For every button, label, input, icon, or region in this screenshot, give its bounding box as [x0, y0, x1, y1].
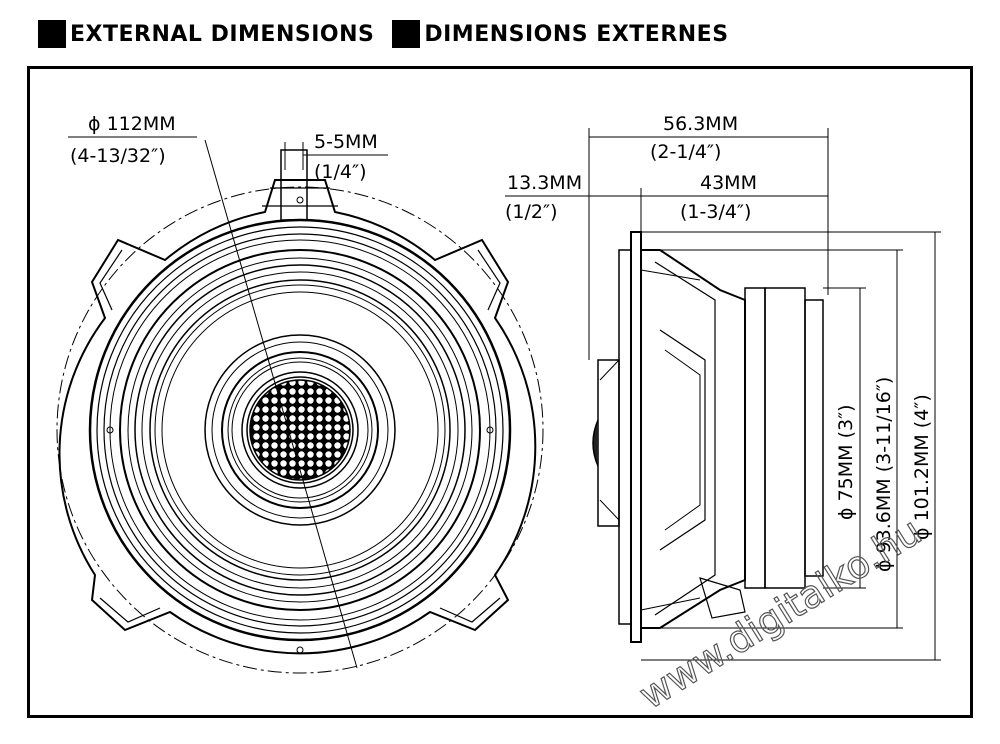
diameter-mm-label: ϕ 112MM — [88, 113, 176, 135]
tweeter-grille — [249, 379, 351, 481]
depth-body-mm-label: 43MM — [700, 172, 757, 194]
front-view — [56, 136, 544, 674]
header-square-icon — [392, 20, 421, 48]
header: EXTERNAL DIMENSIONS DIMENSIONS EXTERNES — [38, 18, 747, 50]
side-view — [505, 128, 941, 661]
diameter-in-label: (4-13/32″) — [70, 145, 166, 167]
slot-in-label: (1/4″) — [314, 161, 367, 183]
side-dimension-labels: 56.3MM (2-1/4″) 13.3MM (1/2″) 43MM (1-3/… — [505, 113, 933, 572]
magnet-dia-label: ϕ 75MM (3″) — [835, 404, 857, 520]
watermark: www.digitalko.hu — [631, 508, 930, 718]
magnet-front-plate — [744, 287, 766, 589]
drawing-frame — [27, 66, 973, 718]
flange-outline — [58, 179, 537, 655]
magnet-back — [804, 299, 824, 577]
header-square-icon — [38, 20, 66, 48]
header-block-en: EXTERNAL DIMENSIONS — [38, 20, 374, 48]
depth-total-in-label: (2-1/4″) — [650, 141, 721, 163]
cone-inner — [204, 334, 396, 526]
watermark-text: www.digitalko.hu — [631, 509, 929, 718]
basket-outline — [641, 249, 746, 629]
mounting-circle — [56, 186, 544, 674]
diameter-leader-line — [204, 139, 358, 669]
header-block-fr: DIMENSIONS EXTERNES — [392, 20, 728, 48]
slot-mm-label: 5-5MM — [314, 131, 378, 153]
mount-depth-in-label: (1/2″) — [505, 201, 558, 223]
side-flange — [630, 231, 642, 643]
surround-outer — [119, 249, 481, 611]
front-dimension-labels: ϕ 112MM (4-13/32″) 5-5MM (1/4″) — [70, 113, 378, 183]
title-en: EXTERNAL DIMENSIONS — [70, 21, 375, 47]
terminal — [699, 577, 746, 619]
cutout-dia-label: ϕ 101.2MM (4″) — [911, 394, 933, 540]
depth-body-in-label: (1-3/4″) — [680, 201, 751, 223]
title-fr: DIMENSIONS EXTERNES — [424, 21, 729, 47]
depth-total-mm-label: 56.3MM — [663, 113, 738, 135]
basket-dia-label: ϕ 93.6MM (3-11/16″) — [873, 377, 895, 572]
mount-depth-mm-label: 13.3MM — [507, 172, 582, 194]
